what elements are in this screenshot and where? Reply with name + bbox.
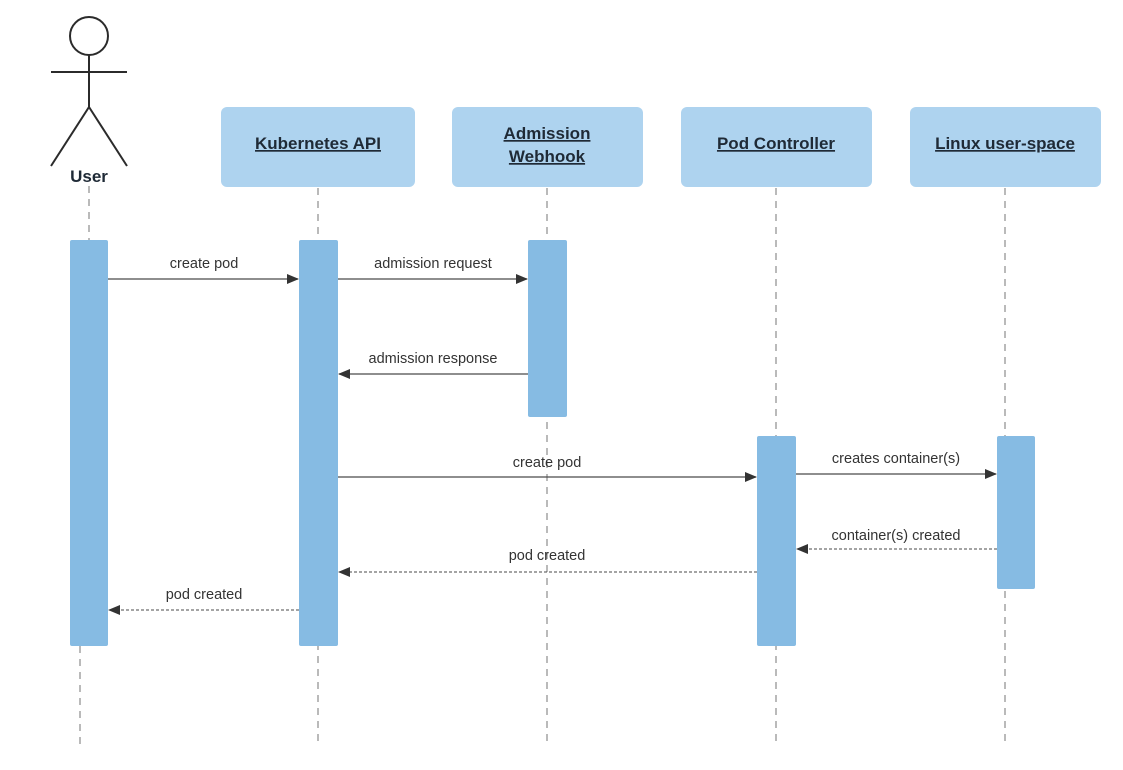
activation-bar-kubernetes-api bbox=[299, 240, 338, 646]
participant-label: Linux user-space bbox=[935, 134, 1075, 153]
participant-linux-user-space: Linux user-space bbox=[910, 107, 1101, 187]
message-label: pod created bbox=[166, 587, 243, 603]
message-containers-created: container(s) created bbox=[796, 528, 997, 554]
message-create-pod: create pod bbox=[108, 256, 299, 284]
activation-bar-pod-controller bbox=[757, 436, 796, 646]
actor-user: User bbox=[50, 16, 128, 186]
user-stick-figure-icon bbox=[50, 16, 128, 167]
message-creates-containers: creates container(s) bbox=[796, 451, 997, 479]
participant-label: Pod Controller bbox=[717, 134, 835, 153]
activation-bar-user bbox=[70, 240, 108, 646]
message-admission-request: admission request bbox=[338, 256, 528, 284]
message-label: create pod bbox=[170, 256, 239, 272]
activation-bars bbox=[70, 240, 1035, 646]
message-create-pod-controller: create pod bbox=[338, 455, 757, 482]
participant-label: Webhook bbox=[509, 147, 586, 166]
activation-bar-linux-user-space bbox=[997, 436, 1035, 589]
participant-box bbox=[681, 107, 872, 187]
participant-box bbox=[452, 107, 643, 187]
message-admission-response: admission response bbox=[338, 351, 528, 379]
activation-bar-admission-webhook bbox=[528, 240, 567, 417]
message-label: admission request bbox=[374, 256, 492, 272]
message-label: container(s) created bbox=[832, 528, 961, 544]
message-label: pod created bbox=[509, 548, 586, 564]
message-label: admission response bbox=[369, 351, 498, 367]
message-pod-created-to-user: pod created bbox=[108, 587, 299, 615]
participant-admission-webhook: Admission Webhook bbox=[452, 107, 643, 187]
messages: create pod admission request admission r… bbox=[108, 256, 997, 615]
message-pod-created-to-api: pod created bbox=[338, 548, 757, 577]
participant-box bbox=[910, 107, 1101, 187]
message-label: create pod bbox=[513, 455, 582, 471]
message-label: creates container(s) bbox=[832, 451, 960, 467]
participant-label: Kubernetes API bbox=[255, 134, 381, 153]
actor-label: User bbox=[70, 167, 108, 186]
participant-kubernetes-api: Kubernetes API bbox=[221, 107, 415, 187]
participant-label: Admission bbox=[504, 124, 591, 143]
participant-pod-controller: Pod Controller bbox=[681, 107, 872, 187]
participant-box bbox=[221, 107, 415, 187]
